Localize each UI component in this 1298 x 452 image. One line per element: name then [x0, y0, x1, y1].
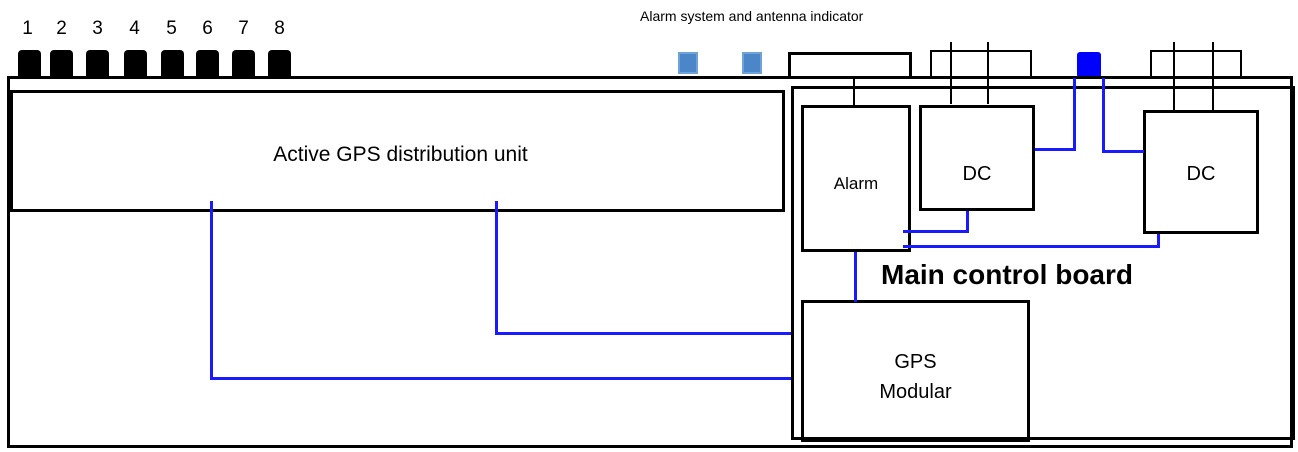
- antenna-pin-2: [987, 42, 989, 104]
- alarm-display-panel: [788, 52, 912, 79]
- wire-led-dcright-v: [1102, 78, 1105, 153]
- gps-modular-label: GPS Modular: [804, 347, 1027, 407]
- main-control-board: Main control board: [791, 86, 1295, 440]
- connector-side-left: [930, 50, 932, 78]
- gps-modular-line2: Modular: [879, 381, 952, 403]
- indicator-led-1: [678, 52, 698, 74]
- dc-module-left: DC: [919, 105, 1035, 211]
- port-number-3: 3: [92, 18, 103, 39]
- antenna-indicator-led: [1077, 52, 1101, 78]
- port-number-8: 8: [274, 18, 285, 39]
- port-connector-5: [161, 50, 184, 78]
- display-alarm-link: [853, 79, 855, 107]
- port-connector-4: [124, 50, 147, 78]
- port-number-4: 4: [129, 18, 140, 39]
- wire-dist-inner-vertical: [495, 201, 498, 334]
- dc-module-right: DC: [1143, 110, 1259, 234]
- wire-dcleft-led-v: [1073, 78, 1076, 151]
- port-connector-1: [18, 50, 41, 78]
- gps-modular: GPS Modular: [801, 300, 1030, 442]
- indicator-caption: Alarm system and antenna indicator: [640, 8, 864, 24]
- port-connector-3: [86, 50, 109, 78]
- dc-right-label: DC: [1186, 163, 1216, 185]
- port-connector-7: [232, 50, 255, 78]
- port-number-5: 5: [166, 18, 177, 39]
- wire-dcleft-alarm: [903, 230, 969, 233]
- wire-dcleft-down: [966, 211, 969, 232]
- port-connector-8: [268, 50, 291, 78]
- wire-alarm-gps: [854, 252, 857, 302]
- port-number-2: 2: [56, 18, 67, 39]
- main-control-label: Main control board: [881, 259, 1133, 290]
- dc-left-label: DC: [962, 163, 992, 185]
- wire-dcleft-led-h: [1035, 148, 1075, 151]
- wire-dist-outer-vertical: [210, 201, 213, 380]
- gps-distribution-unit: Active GPS distribution unit: [10, 90, 785, 212]
- port-connector-2: [50, 50, 73, 78]
- chassis-outline: [7, 76, 1293, 448]
- port-number-6: 6: [202, 18, 213, 39]
- alarm-module-label: Alarm: [833, 174, 879, 193]
- wire-dist-outer-horizontal: [210, 377, 791, 380]
- wire-dcright-alarm: [903, 245, 1160, 248]
- connector-side-left: [1150, 50, 1152, 78]
- indicator-led-2: [742, 52, 762, 74]
- gps-distribution-label: Active GPS distribution unit: [273, 143, 528, 166]
- connector-side-right: [1030, 50, 1032, 78]
- connector-top: [930, 50, 1032, 52]
- port-number-1: 1: [22, 18, 33, 39]
- connector-side-right: [1240, 50, 1242, 78]
- alarm-module: Alarm: [801, 105, 911, 252]
- port-number-7: 7: [238, 18, 249, 39]
- gps-modular-line1: GPS: [894, 351, 937, 373]
- port-connector-6: [196, 50, 219, 78]
- antenna-pin-1: [950, 42, 952, 104]
- wire-dist-inner-horizontal: [495, 332, 791, 335]
- wire-led-dcright-h: [1102, 150, 1144, 153]
- wire-dcright-down: [1157, 234, 1160, 247]
- connector-top: [1150, 50, 1242, 52]
